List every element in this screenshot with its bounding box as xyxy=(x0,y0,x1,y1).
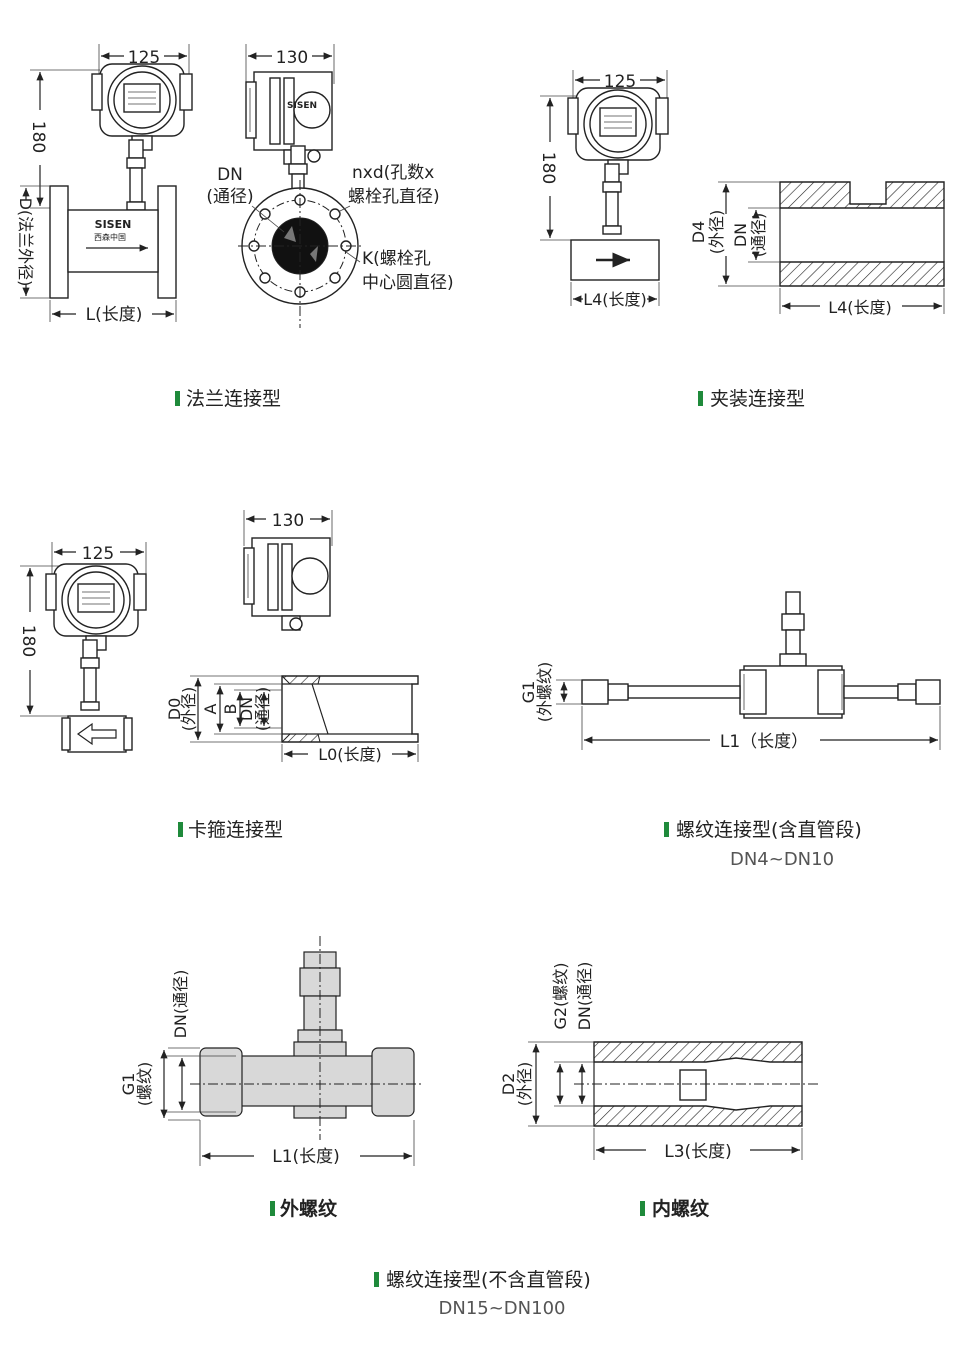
clamp-section-view: D4 (外径) DN (通径) L4(长度) xyxy=(689,181,945,317)
dim-a: A xyxy=(201,703,220,714)
label-nxd: nxd(孔数x xyxy=(352,163,434,183)
dim-height-180: 180 xyxy=(28,121,48,153)
dim-clamp-dn: DN xyxy=(731,223,750,247)
dim-clamp-180: 180 xyxy=(538,152,558,184)
range-thread-pipe: DN4~DN10 xyxy=(730,849,834,870)
internal-thread-caption: 内螺纹 xyxy=(640,1197,710,1220)
dim-int-g2: G2(螺纹) xyxy=(551,962,570,1029)
caption-marker xyxy=(640,1201,645,1216)
external-thread-view: G1 (螺纹) DN(通径) L1(长度) xyxy=(119,936,424,1167)
triclamp-section-view: D0 (外径) A B DN (通径) L0(长度) xyxy=(165,675,419,764)
caption-marker xyxy=(698,391,703,406)
dim-d0-sub: (外径) xyxy=(179,687,198,732)
caption-marker xyxy=(270,1201,275,1216)
thread-caption: 螺纹连接型(不含直管段) DN15~DN100 xyxy=(374,1269,591,1319)
triclamp-caption: 卡箍连接型 xyxy=(178,819,283,841)
dim-width-130: 130 xyxy=(276,48,308,68)
brand-logo: SISEN xyxy=(95,218,132,231)
dim-g1-sub: (外螺纹) xyxy=(535,662,554,723)
dim-thread-pipe-l1: L1（长度） xyxy=(720,732,808,752)
label-k: K(螺栓孔 xyxy=(362,249,431,269)
range-thread: DN15~DN100 xyxy=(439,1298,566,1319)
dim-int-d2: D2 xyxy=(499,1073,518,1096)
dim-d4-sub: (外径) xyxy=(707,210,726,255)
dim-width-125: 125 xyxy=(128,48,160,68)
caption-flange: 法兰连接型 xyxy=(186,388,281,410)
label-dn: DN xyxy=(217,165,243,185)
dim-flange-od: D(法兰外径) xyxy=(16,198,35,287)
dim-clamp-125: 125 xyxy=(604,72,636,92)
dim-d0: D0 xyxy=(165,698,184,721)
clamp-caption: 夹装连接型 xyxy=(698,388,805,410)
dim-triclamp-130: 130 xyxy=(272,511,304,531)
triclamp-front-view: 125 180 xyxy=(18,542,147,753)
caption-marker xyxy=(175,391,180,406)
label-k-sub: 中心圆直径) xyxy=(362,273,454,293)
flange-side-view: 130 SISEN DN (通径) nxd(孔数x 螺栓孔直径) K(螺栓孔 中… xyxy=(206,44,454,328)
dim-triclamp-dn: DN xyxy=(237,697,256,721)
flange-front-view: 125 180 SISEN 西森中国 D(法兰外径) L(长度) xyxy=(16,44,193,325)
caption-marker xyxy=(178,822,183,837)
brand-cn: 西森中国 xyxy=(94,232,126,242)
dim-int-l3: L3(长度) xyxy=(664,1142,732,1162)
dim-int-dn: DN(通径) xyxy=(575,962,594,1031)
dim-ext-g1: G1 xyxy=(119,1073,138,1096)
brand-logo-side: SISEN xyxy=(287,101,317,111)
dim-clamp-l4-a: L4(长度) xyxy=(583,290,647,309)
dim-triclamp-180: 180 xyxy=(18,625,38,657)
external-thread-caption: 外螺纹 xyxy=(270,1197,338,1220)
caption-marker xyxy=(374,1272,379,1287)
dim-length-l: L(长度) xyxy=(86,305,143,325)
dim-triclamp-dn-sub: (通径) xyxy=(253,687,272,732)
caption-thread-pipe: 螺纹连接型(含直管段) xyxy=(676,819,862,841)
dim-ext-g1-sub: (螺纹) xyxy=(135,1062,154,1107)
label-dn-sub: (通径) xyxy=(206,187,253,207)
caption-ext-thread: 外螺纹 xyxy=(280,1197,338,1220)
caption-marker xyxy=(664,822,669,837)
dim-g1: G1 xyxy=(519,681,538,704)
thread-pipe-view: G1 (外螺纹) L1（长度） xyxy=(519,591,941,752)
caption-clamp: 夹装连接型 xyxy=(710,388,805,410)
dim-ext-l1: L1(长度) xyxy=(272,1147,340,1167)
dim-l0: L0(长度) xyxy=(318,745,382,764)
dim-int-d2-sub: (外径) xyxy=(515,1062,534,1107)
dim-clamp-dn-sub: (通径) xyxy=(749,213,768,258)
internal-thread-view: D2 (外径) G2(螺纹) DN(通径) L3(长度) xyxy=(499,962,820,1162)
dim-d4: D4 xyxy=(689,221,708,244)
label-nxd-sub: 螺栓孔直径) xyxy=(348,187,440,207)
dim-b: B xyxy=(221,704,240,715)
dim-triclamp-125: 125 xyxy=(82,544,114,564)
caption-int-thread: 内螺纹 xyxy=(652,1197,710,1220)
dim-clamp-l4-b: L4(长度) xyxy=(828,298,892,317)
caption-thread: 螺纹连接型(不含直管段) xyxy=(386,1269,591,1291)
dim-ext-dn: DN(通径) xyxy=(171,970,190,1039)
flange-caption: 法兰连接型 xyxy=(175,388,281,410)
thread-pipe-caption: 螺纹连接型(含直管段) DN4~DN10 xyxy=(664,819,862,870)
caption-triclamp: 卡箍连接型 xyxy=(188,819,283,841)
clamp-front-view: 125 180 L4(长度) xyxy=(538,70,669,309)
triclamp-side-view: 130 xyxy=(243,510,333,631)
